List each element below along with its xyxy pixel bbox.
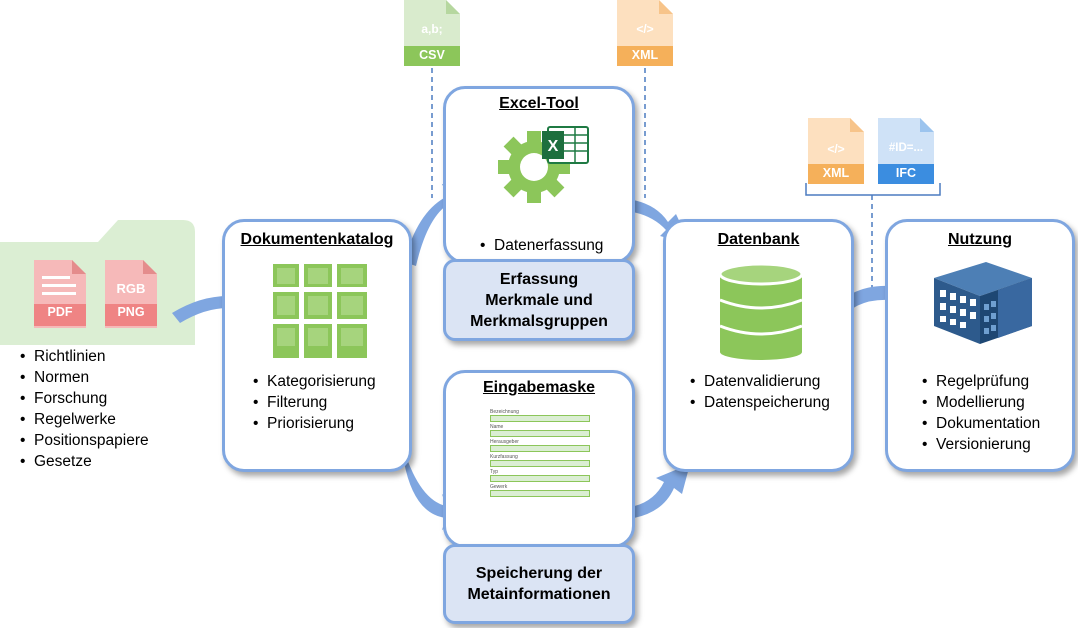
dokumentenkatalog-title: Dokumentenkatalog [240,231,394,248]
excel-gear-icon: X [498,126,589,203]
excel-tool-box: Excel-Tool X Datenerfassung [443,86,635,264]
catalog-grid-icon [273,264,367,358]
building-model-icon [934,262,1032,344]
erfassung-merkmale-box: Erfassung Merkmale und Merkmalsgruppen [443,259,635,341]
eingabemaske-title: Eingabemaske [482,379,596,396]
csv-file-icon [404,0,460,66]
xml-export-label: XML [822,166,850,180]
pdf-file-icon [34,260,86,328]
list-item: Regelprüfung [922,371,1040,392]
form-field-input [490,430,590,437]
list-item: Versionierung [922,434,1040,455]
ifc-file-icon [878,118,934,184]
list-item: Gesetze [20,451,149,472]
png-file-top-text: RGB [116,281,146,296]
excel-tool-list: Datenerfassung [480,235,603,256]
nutzung-box: Nutzung Regelprüfung Modellierung Dokume… [885,219,1075,472]
list-item: Datenvalidierung [690,371,830,392]
form-field-input [490,445,590,452]
list-item: Modellierung [922,392,1040,413]
datenbank-title: Datenbank [717,231,800,248]
csv-file-label: CSV [419,48,445,62]
excel-tool-title: Excel-Tool [499,95,579,112]
pdf-file-label: PDF [47,305,73,319]
dokumentenkatalog-list: Kategorisierung Filterung Priorisierung [253,371,376,434]
list-item: Kategorisierung [253,371,376,392]
arrow-maske-to-datenbank [612,464,690,520]
eingabemaske-box: Eingabemaske Bezeichnung Name Herausgebe… [443,370,635,548]
nutzung-title: Nutzung [948,231,1012,248]
form-field-input [490,475,590,482]
form-field-input [490,415,590,422]
ifc-file-top-text: #ID=... [888,142,924,154]
form-field-label: Kurzfassung [490,454,518,460]
list-item: Dokumentation [922,413,1040,434]
speicherung-metainformationen-box: Speicherung der Metainformationen [443,544,635,624]
nutzung-list: Regelprüfung Modellierung Dokumentation … [922,371,1040,455]
form-field-input [490,490,590,497]
xml-file-icon-export [808,118,864,184]
database-icon [718,262,804,360]
form-field-label: Bezeichnung [490,409,519,415]
form-preview: Bezeichnung Name Herausgeber Kurzfassung… [490,409,590,499]
list-item: Normen [20,367,149,388]
xml-file-top-text: </> [636,22,654,36]
list-item: Regelwerke [20,409,149,430]
png-file-icon [105,260,157,328]
sources-list: Richtlinien Normen Forschung Regelwerke … [20,346,149,472]
svg-text:X: X [548,138,559,155]
list-item: Forschung [20,388,149,409]
list-item: Datenspeicherung [690,392,830,413]
ifc-file-label: IFC [895,166,917,180]
speicherung-label-line1: Speicherung der [475,565,603,582]
list-item: Richtlinien [20,346,149,367]
form-field-label: Gewerk [490,484,508,490]
form-field-input [490,460,590,467]
datenbank-list: Datenvalidierung Datenspeicherung [690,371,830,413]
list-item: Datenerfassung [480,235,603,256]
list-item: Priorisierung [253,413,376,434]
form-field-label: Herausgeber [490,439,519,445]
png-file-label: PNG [117,305,145,319]
dokumentenkatalog-box: Dokumentenkatalog Kategorisierung Filter… [222,219,412,472]
list-item: Positionspapiere [20,430,149,451]
xml-file-label: XML [631,48,659,62]
erfassung-label-line1: Erfassung [499,270,579,288]
form-field-label: Name [490,424,504,430]
erfassung-label-line2: Merkmale und [485,291,593,309]
speicherung-label-line2: Metainformationen [467,586,611,603]
xml-export-top-text: </> [827,142,845,156]
list-item: Filterung [253,392,376,413]
form-field-label: Typ [490,469,499,475]
export-bracket [805,183,941,196]
erfassung-label-line3: Merkmalsgruppen [470,312,608,330]
datenbank-box: Datenbank Datenvalidierung Datenspeicher… [663,219,854,472]
xml-file-icon-top [617,0,673,66]
csv-file-top-text: a,b; [421,22,443,36]
